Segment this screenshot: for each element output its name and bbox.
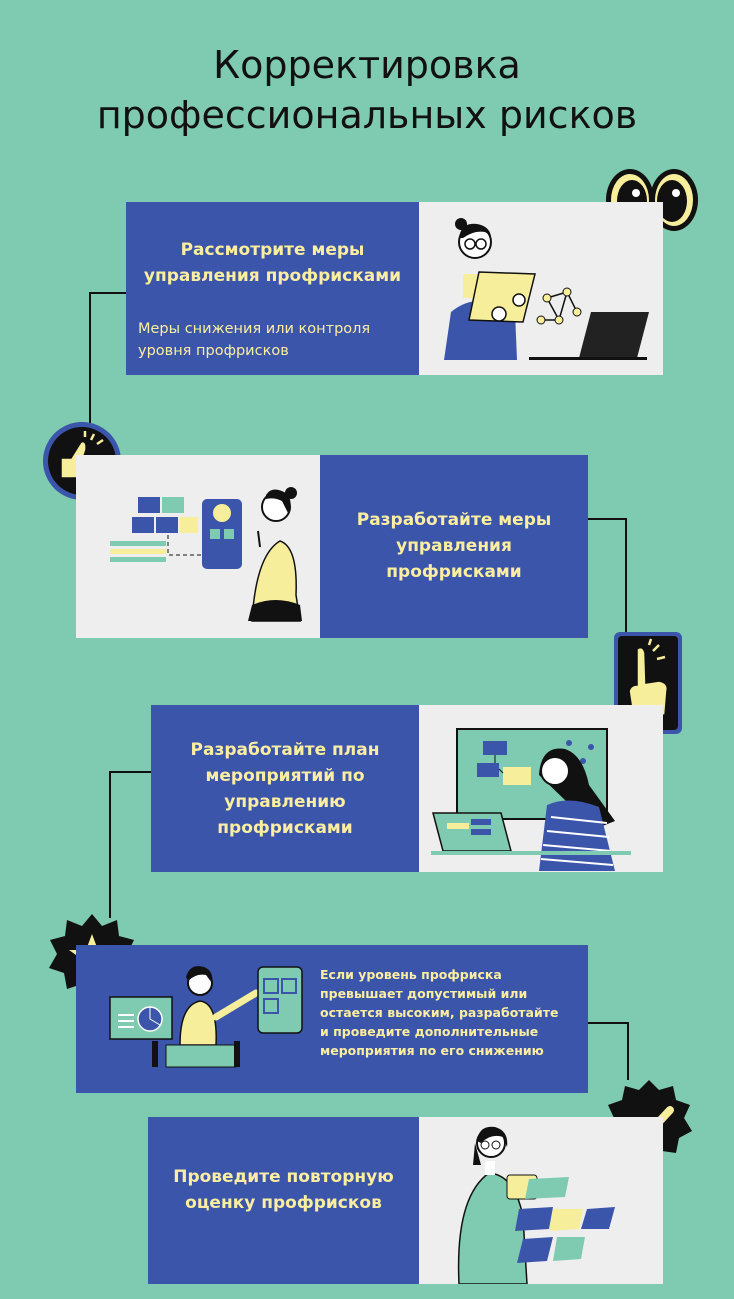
title-line-2: профессиональных рисков [96, 93, 638, 137]
step-1-card: Рассмотрите меры управления профрисками … [126, 202, 419, 375]
step-1-subtext: Меры снижения или контроля уровня профри… [138, 321, 371, 359]
step-3-illustration [419, 705, 663, 872]
step-1-illustration [419, 202, 663, 375]
step-4-card: Если уровень профриска превышает допусти… [76, 945, 588, 1093]
step-1-heading: Рассмотрите меры управления профрисками [143, 240, 402, 286]
step-4-heading: Если уровень профриска превышает допусти… [320, 967, 559, 1058]
step-5-heading: Проведите повторную оценку профрисков [173, 1167, 394, 1213]
step-3-card: Разработайте план мероприятий по управле… [151, 705, 419, 872]
step-5-illustration [419, 1117, 663, 1284]
step-2-card: Разработайте меры управления профрисками [320, 455, 588, 638]
step-5-card: Проведите повторную оценку профрисков [148, 1117, 419, 1284]
step-4-illustration [109, 966, 303, 1068]
title-line-1: Корректировка [213, 43, 521, 87]
step-2-illustration [76, 455, 320, 638]
page-title: Корректировка профессиональных рисков [0, 40, 734, 140]
step-2-heading: Разработайте меры управления профрисками [356, 510, 552, 582]
step-3-heading: Разработайте план мероприятий по управле… [190, 740, 380, 838]
